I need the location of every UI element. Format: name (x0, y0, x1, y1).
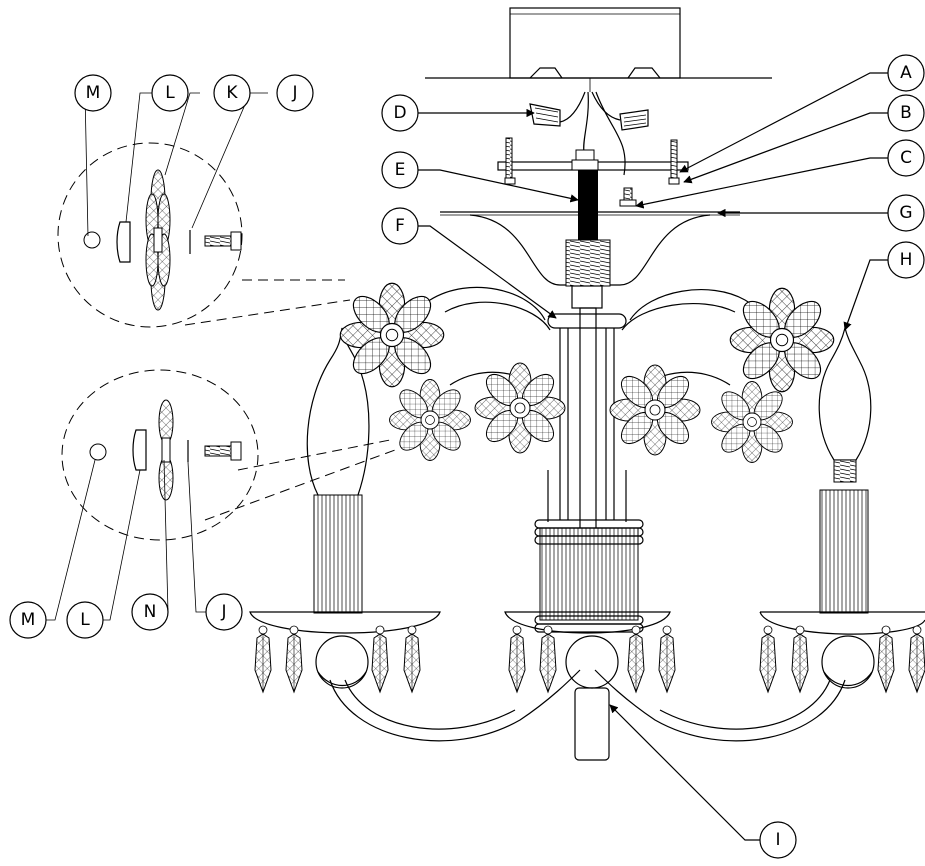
callout-d[interactable]: D (381, 94, 419, 132)
right-candle (759, 327, 925, 689)
center-cup (504, 519, 671, 761)
callout-h[interactable]: H (887, 241, 925, 279)
callout-g[interactable]: G (887, 194, 925, 232)
detail-view-lower (61, 369, 396, 541)
callout-n[interactable]: N (131, 593, 169, 631)
callout-m-upper[interactable]: M (74, 74, 112, 112)
svg-text:K: K (226, 83, 238, 103)
arms (329, 286, 846, 742)
callout-c[interactable]: C (887, 139, 925, 177)
callout-b[interactable]: B (887, 94, 925, 132)
callout-i[interactable]: I (759, 821, 797, 859)
svg-text:J: J (220, 602, 226, 622)
callout-f[interactable]: F (381, 207, 419, 245)
crossbar (497, 137, 689, 207)
svg-text:I: I (775, 830, 780, 850)
threaded-nipple (571, 149, 599, 240)
svg-text:E: E (395, 160, 406, 180)
svg-text:L: L (165, 83, 175, 103)
callout-a[interactable]: A (887, 54, 925, 92)
left-candle (249, 327, 441, 689)
center-stem (547, 285, 627, 549)
svg-text:J: J (291, 83, 297, 103)
svg-text:H: H (900, 250, 913, 270)
svg-text:N: N (144, 602, 157, 622)
svg-text:D: D (393, 103, 406, 123)
canopy-cup (440, 211, 740, 287)
ceiling-canopy (425, 7, 772, 92)
svg-text:A: A (900, 63, 912, 83)
svg-text:G: G (899, 203, 912, 223)
callout-j-upper[interactable]: J (276, 74, 314, 112)
callout-m-lower[interactable]: M (9, 601, 47, 639)
supply-wires (529, 91, 649, 176)
callout-k[interactable]: K (213, 74, 251, 112)
svg-text:M: M (21, 610, 36, 630)
svg-text:L: L (80, 610, 90, 630)
callout-j-lower[interactable]: J (205, 593, 243, 631)
svg-text:B: B (900, 103, 912, 123)
callouts: A B C D E F G H (9, 54, 925, 859)
svg-text:F: F (395, 216, 405, 236)
callout-e[interactable]: E (381, 151, 419, 189)
svg-text:C: C (900, 148, 912, 168)
detail-view-upper (57, 142, 351, 328)
callout-l-lower[interactable]: L (66, 601, 104, 639)
callout-l-upper[interactable]: L (151, 74, 189, 112)
svg-text:M: M (86, 83, 101, 103)
leader-lines (43, 72, 888, 841)
crystal-flowers (339, 282, 835, 463)
